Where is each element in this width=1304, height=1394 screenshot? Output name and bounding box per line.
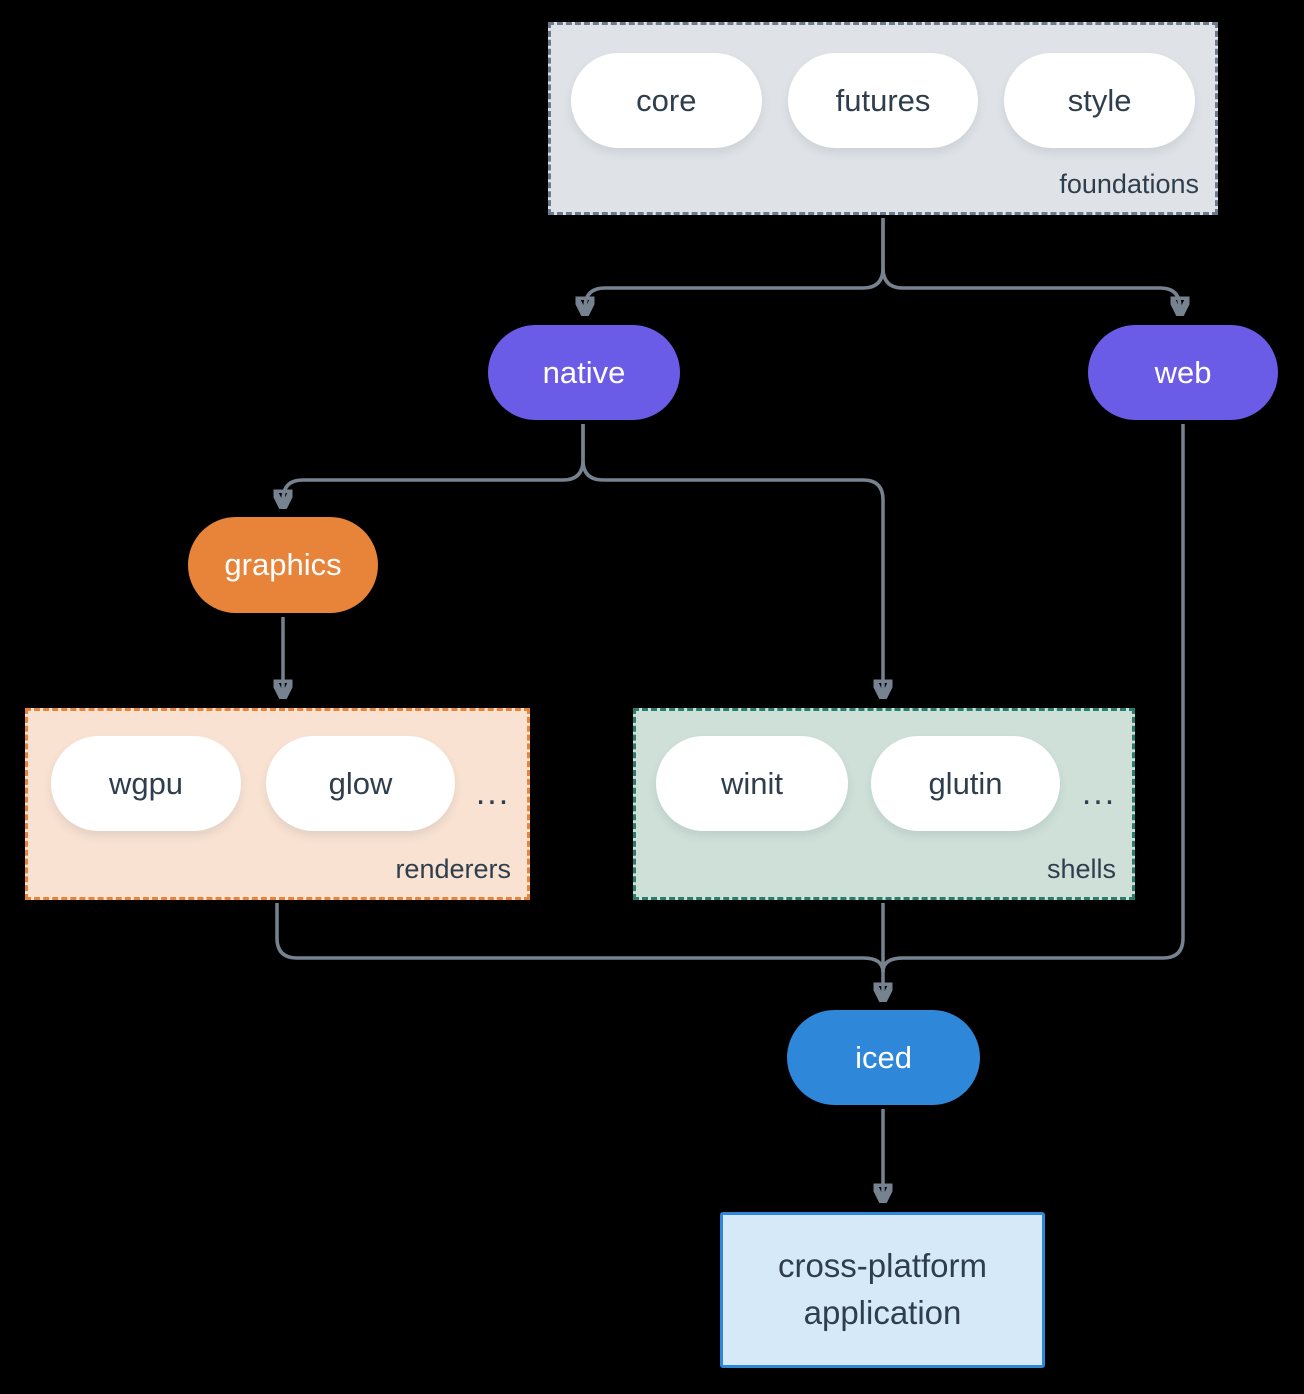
node-native-label: native <box>542 354 626 390</box>
edge-foundations-web <box>881 218 1180 313</box>
node-style: style <box>1004 53 1196 148</box>
node-glutin: glutin <box>871 736 1060 831</box>
node-futures-label: futures <box>835 82 931 118</box>
node-iced-label: iced <box>855 1039 912 1075</box>
node-winit: winit <box>656 736 848 831</box>
node-glow: glow <box>266 736 455 831</box>
edge-renderers-merge <box>275 903 885 973</box>
node-wgpu-label: wgpu <box>108 765 184 801</box>
node-graphics-label: graphics <box>224 547 342 582</box>
group-foundations: core futures style foundations <box>548 22 1218 215</box>
node-core-label: core <box>636 82 697 118</box>
node-web: web <box>1088 325 1278 420</box>
node-core: core <box>571 53 762 148</box>
node-iced: iced <box>787 1010 980 1105</box>
node-graphics: graphics <box>188 517 378 613</box>
node-winit-label: winit <box>720 765 783 801</box>
edge-foundations-native <box>585 218 885 313</box>
group-renderers: wgpu glow ... renderers <box>25 708 530 900</box>
node-style-label: style <box>1067 82 1132 118</box>
app-label-line1: cross-platform <box>777 1247 988 1285</box>
group-shells: winit glutin ... shells <box>633 708 1135 900</box>
node-cross-platform-application: cross-platform application <box>720 1212 1045 1368</box>
group-shells-label: shells <box>1046 854 1116 884</box>
edge-native-shells <box>581 424 883 696</box>
shells-ellipsis: ... <box>1081 774 1117 812</box>
edge-native-graphics <box>283 424 585 506</box>
group-foundations-label: foundations <box>1059 169 1199 199</box>
renderers-ellipsis: ... <box>475 774 511 812</box>
node-native: native <box>488 325 680 420</box>
node-futures: futures <box>787 53 979 148</box>
node-wgpu: wgpu <box>51 736 241 831</box>
node-glow-label: glow <box>328 765 393 801</box>
node-glutin-label: glutin <box>928 765 1003 801</box>
node-web-label: web <box>1154 354 1212 390</box>
app-label-line2: application <box>803 1294 962 1331</box>
group-renderers-label: renderers <box>395 854 511 884</box>
